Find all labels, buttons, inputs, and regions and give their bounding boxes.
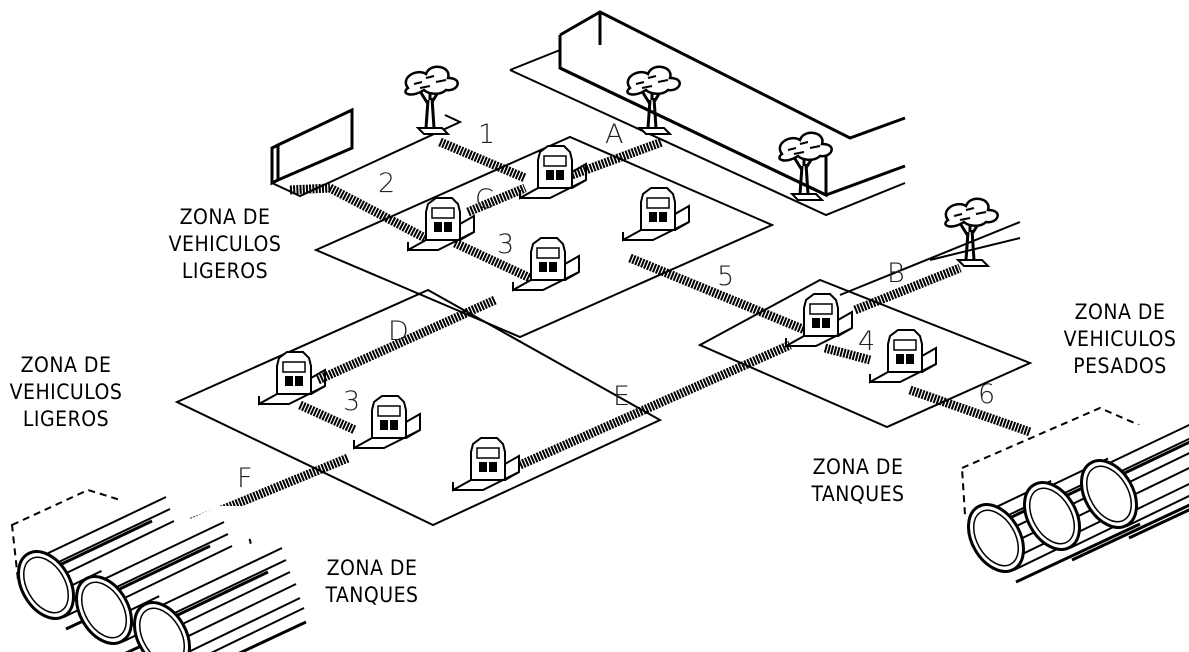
svg-text:ZONA DE: ZONA DE xyxy=(813,455,904,479)
fuel-dispenser-icon xyxy=(869,329,937,383)
zone-label-light-left: ZONA DE VEHICULOS LIGEROS xyxy=(10,353,123,431)
tank-group-left xyxy=(5,479,308,652)
island-heavy xyxy=(697,278,1033,429)
segment-label-1: 1 xyxy=(478,119,495,150)
svg-text:ZONA DE: ZONA DE xyxy=(327,556,418,580)
tree-icon xyxy=(943,197,1000,268)
zone-label-light-top: ZONA DE VEHICULOS LIGEROS xyxy=(169,205,282,283)
segment-label-4: 4 xyxy=(858,326,875,357)
fuel-dispenser-icon xyxy=(622,187,690,241)
island-light-left xyxy=(174,288,663,527)
svg-text:VEHICULOS: VEHICULOS xyxy=(10,380,123,404)
segment-label-b: B xyxy=(887,258,905,289)
svg-text:TANQUES: TANQUES xyxy=(810,482,904,506)
zone-label-tanks-right: ZONA DE TANQUES xyxy=(810,455,904,506)
segment-label-5: 5 xyxy=(717,261,734,292)
fuel-dispenser-icon xyxy=(785,293,853,347)
svg-text:LIGEROS: LIGEROS xyxy=(23,407,109,431)
fuel-dispenser-icon xyxy=(258,351,326,405)
svg-text:ZONA DE: ZONA DE xyxy=(180,205,271,229)
dispensers xyxy=(258,145,937,491)
segment-label-2: 2 xyxy=(378,168,395,199)
tree-icon xyxy=(777,131,834,202)
zone-label-tanks-left: ZONA DE TANQUES xyxy=(324,556,418,607)
segment-label-e: E xyxy=(613,381,630,412)
segment-label-d: D xyxy=(388,316,409,347)
fuel-dispenser-icon xyxy=(407,197,475,251)
svg-text:TANQUES: TANQUES xyxy=(324,583,418,607)
segment-label-f: F xyxy=(237,463,253,494)
piping-lines xyxy=(178,137,1032,532)
svg-text:VEHICULOS: VEHICULOS xyxy=(1064,327,1177,351)
segment-label-3-top: 3 xyxy=(497,229,514,260)
zone-label-heavy: ZONA DE VEHICULOS PESADOS xyxy=(1064,300,1177,378)
svg-text:ZONA DE: ZONA DE xyxy=(21,353,112,377)
road-right xyxy=(839,221,1021,296)
tank-group-right xyxy=(955,388,1189,584)
fuel-dispenser-icon xyxy=(512,237,580,291)
segment-label-c: C xyxy=(475,184,494,215)
svg-text:ZONA DE: ZONA DE xyxy=(1075,300,1166,324)
segment-label-6: 6 xyxy=(978,379,995,410)
island-light-top xyxy=(313,135,775,339)
svg-text:VEHICULOS: VEHICULOS xyxy=(169,232,282,256)
segment-label-3-left: 3 xyxy=(343,386,360,417)
tree-icon xyxy=(403,65,460,136)
segment-labels: 1 2 C A 3 5 B 4 6 D E 3 F xyxy=(237,119,995,494)
svg-text:LIGEROS: LIGEROS xyxy=(182,259,268,283)
fuel-dispenser-icon xyxy=(452,437,520,491)
tree-icon xyxy=(625,65,682,136)
fuel-dispenser-icon xyxy=(353,395,421,449)
wall-top-left xyxy=(270,107,463,198)
segment-label-a: A xyxy=(605,119,623,150)
svg-text:PESADOS: PESADOS xyxy=(1073,354,1167,378)
